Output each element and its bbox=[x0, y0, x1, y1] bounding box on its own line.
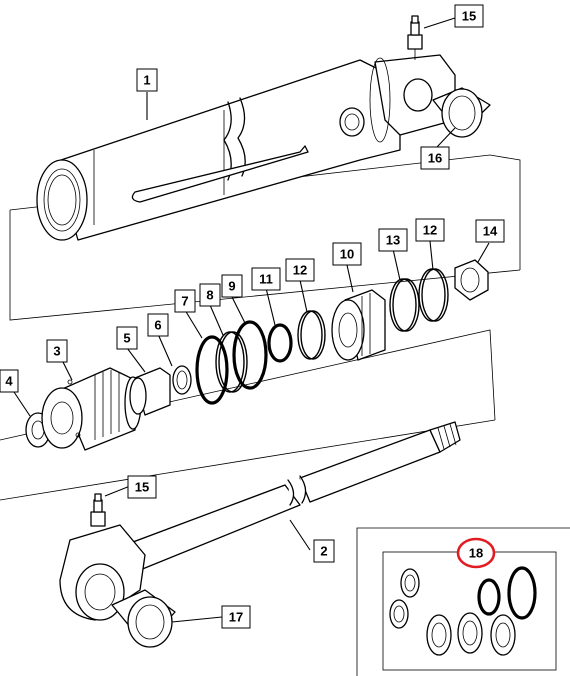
callout-label-10: 10 bbox=[332, 242, 362, 266]
callout-label-15-top: 15 bbox=[454, 4, 484, 28]
label-1-text: 1 bbox=[143, 73, 150, 88]
part-2-piston-rod bbox=[59, 421, 461, 621]
callout-label-5: 5 bbox=[116, 326, 138, 350]
part-3-gland-head bbox=[41, 367, 142, 451]
kit-o-ring-large bbox=[507, 566, 537, 620]
label-8-text: 8 bbox=[206, 288, 213, 303]
callout-label-18: 18 bbox=[456, 537, 496, 569]
part-12-ring-left bbox=[297, 310, 326, 360]
part-17-bushing-bottom bbox=[111, 589, 176, 648]
part-13-ring bbox=[389, 278, 420, 332]
label-18-highlight-circle bbox=[456, 537, 496, 569]
callout-label-11: 11 bbox=[251, 267, 281, 291]
label-17-text: 17 bbox=[229, 610, 243, 625]
label-13-text: 13 bbox=[386, 233, 400, 248]
callout-label-17: 17 bbox=[221, 605, 251, 629]
callout-label-16: 16 bbox=[420, 146, 450, 170]
part-15-grease-nipple-top bbox=[407, 15, 423, 60]
seal-kit-box bbox=[356, 527, 570, 676]
callout-label-14: 14 bbox=[475, 219, 505, 243]
label-18-text: 18 bbox=[469, 546, 483, 561]
part-14-nut bbox=[454, 259, 489, 301]
part-5-sleeve bbox=[129, 367, 171, 416]
callout-label-4: 4 bbox=[0, 369, 19, 393]
label-15a-text: 15 bbox=[462, 9, 476, 24]
kit-ring-4 bbox=[457, 612, 483, 654]
label-9-text: 9 bbox=[228, 279, 235, 294]
label-3-text: 3 bbox=[53, 344, 60, 359]
label-16-text: 16 bbox=[428, 151, 442, 166]
part-15-grease-nipple-bottom bbox=[90, 493, 106, 527]
label-12a-text: 12 bbox=[293, 263, 307, 278]
part-6-ring bbox=[172, 365, 192, 395]
callout-label-9: 9 bbox=[221, 274, 243, 298]
callout-label-2: 2 bbox=[313, 539, 335, 563]
callout-label-13: 13 bbox=[378, 228, 408, 252]
part-8-backup-ring bbox=[215, 331, 248, 393]
kit-ring-1 bbox=[400, 568, 420, 598]
callout-label-12-right: 12 bbox=[415, 218, 445, 242]
label-11-text: 11 bbox=[259, 272, 273, 287]
label-5-text: 5 bbox=[123, 331, 130, 346]
part-11-o-ring bbox=[267, 323, 293, 363]
callout-label-6: 6 bbox=[147, 313, 169, 337]
callout-label-15-bottom: 15 bbox=[127, 475, 157, 499]
label-7-text: 7 bbox=[181, 294, 188, 309]
label-15b-text: 15 bbox=[135, 480, 149, 495]
part-16-bushing-top bbox=[432, 87, 491, 138]
callout-label-8: 8 bbox=[199, 283, 221, 307]
leader-lines bbox=[13, 17, 490, 623]
kit-ring-3 bbox=[426, 614, 452, 656]
kit-o-ring-small bbox=[477, 578, 501, 616]
part-9-o-ring bbox=[232, 320, 268, 390]
part-1-cylinder-barrel bbox=[36, 54, 456, 241]
callout-label-12-left: 12 bbox=[285, 258, 315, 282]
label-6-text: 6 bbox=[154, 318, 161, 333]
label-12b-text: 12 bbox=[423, 223, 437, 238]
kit-ring-5 bbox=[490, 614, 516, 656]
callout-label-1: 1 bbox=[136, 68, 158, 92]
label-4-text: 4 bbox=[5, 374, 13, 389]
part-10-piston bbox=[331, 289, 386, 361]
kit-ring-2 bbox=[389, 599, 409, 629]
label-2-text: 2 bbox=[320, 544, 327, 559]
callout-label-7: 7 bbox=[174, 289, 196, 313]
callout-label-3: 3 bbox=[46, 339, 68, 363]
part-7-o-ring bbox=[195, 335, 229, 405]
label-10-text: 10 bbox=[340, 247, 354, 262]
label-14-text: 14 bbox=[483, 224, 498, 239]
part-12-ring-right bbox=[418, 268, 449, 322]
